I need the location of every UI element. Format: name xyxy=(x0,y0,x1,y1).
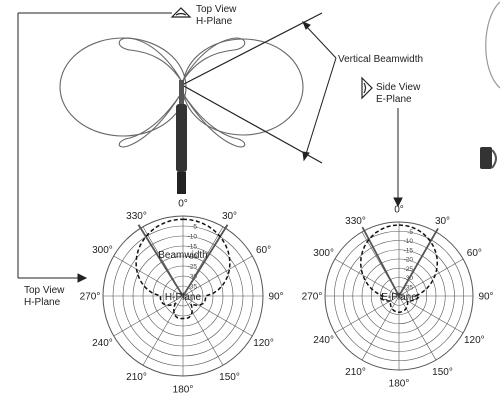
antenna-icon xyxy=(176,80,187,194)
angle-label: 60° xyxy=(256,245,271,256)
db-tick-label: -20 xyxy=(188,254,198,261)
angle-label: 240° xyxy=(92,338,113,349)
angle-label: 210° xyxy=(126,372,147,383)
polar-spoke xyxy=(113,295,184,337)
polar-plot-h-plane: 0° 30° 60° 90° 120° 150° 180° 210° 240° 270° 300° 3… xyxy=(80,199,284,396)
plane-center-label: H-Plane xyxy=(165,292,202,303)
angle-label: 90° xyxy=(478,292,493,303)
label-e-plane: E-Plane xyxy=(376,94,412,105)
polar-spoke xyxy=(398,295,464,334)
lower-lobe xyxy=(118,91,183,148)
angle-label: 90° xyxy=(268,292,283,303)
label-h-plane-top: H-Plane xyxy=(196,16,233,27)
polar-spoke xyxy=(361,295,400,361)
polar-spoke xyxy=(334,295,400,334)
angle-label: 180° xyxy=(173,385,194,396)
db-tick-label: -35 xyxy=(188,284,198,291)
polar-spoke xyxy=(182,255,253,297)
db-tick-label: -20 xyxy=(404,257,414,264)
db-tick-label: -15 xyxy=(188,244,198,251)
angle-label: 270° xyxy=(80,292,101,303)
db-tick-label: -35 xyxy=(404,284,414,291)
beamwidth-line xyxy=(398,228,439,297)
angle-label: 60° xyxy=(467,248,482,259)
db-tick-label: -10 xyxy=(188,234,198,241)
db-tick-label: -25 xyxy=(188,264,198,271)
angle-label: 120° xyxy=(253,338,274,349)
upper-lobe-right xyxy=(181,37,246,83)
angle-label: 150° xyxy=(432,367,453,378)
angle-label: 330° xyxy=(126,211,147,222)
beamwidth-line xyxy=(361,226,400,297)
angle-label: 150° xyxy=(219,372,240,383)
beamwidth-line xyxy=(137,224,184,297)
upper-lobe xyxy=(118,37,183,83)
angle-label: 210° xyxy=(345,367,366,378)
left-lobe xyxy=(59,37,187,137)
radiation-pattern-curve xyxy=(135,218,231,320)
label-h-plane-left: H-Plane xyxy=(24,297,61,308)
connector-top-view xyxy=(17,12,172,283)
eye-icon-top xyxy=(170,7,192,18)
db-tick-label: -25 xyxy=(404,266,414,273)
polar-spoke xyxy=(334,258,400,297)
angle-label: 240° xyxy=(313,335,334,346)
angle-label: 300° xyxy=(313,248,334,259)
angle-label: 30° xyxy=(435,216,450,227)
db-tick-label: -5 xyxy=(407,229,413,236)
polar-spoke xyxy=(182,295,253,337)
angle-label: 180° xyxy=(389,379,410,390)
angle-label: 300° xyxy=(92,245,113,256)
angle-label: 270° xyxy=(302,292,323,303)
polar-plot-e-plane: 0° 30° 60° 90° 120° 150° 180° 210° 240° 270° 300° 3… xyxy=(302,205,494,390)
radiation-pattern-curve xyxy=(359,224,439,314)
arrow-to-e-plane xyxy=(393,108,403,208)
db-tick-label: -10 xyxy=(404,238,414,245)
polar-spoke xyxy=(113,255,184,297)
radiation-pattern-3d xyxy=(59,37,304,148)
polar-spoke xyxy=(398,258,464,297)
label-top-view-left: Top View xyxy=(24,285,65,296)
edge-graphic xyxy=(480,1,500,169)
polar-spoke xyxy=(398,295,437,361)
label-side-view: Side View xyxy=(376,82,421,93)
polar-spoke xyxy=(142,295,184,366)
beamwidth-lines xyxy=(181,12,323,164)
angle-label: 30° xyxy=(222,211,237,222)
angle-label: 0° xyxy=(178,199,188,210)
beamwidth-label: Beamwidth xyxy=(158,250,207,261)
angle-label: 120° xyxy=(464,335,485,346)
label-top-view-top: Top View xyxy=(196,4,237,15)
db-tick-label: -30 xyxy=(188,274,198,281)
db-tick-label: -5 xyxy=(191,224,197,231)
lower-lobe-right xyxy=(181,91,246,148)
eye-icon-side xyxy=(361,76,373,100)
beamwidth-arrows xyxy=(302,21,337,162)
label-vertical-beamwidth: Vertical Beamwidth xyxy=(338,54,423,65)
db-tick-label: -15 xyxy=(404,247,414,254)
polar-spoke xyxy=(182,295,224,366)
angle-label: 330° xyxy=(345,216,366,227)
angle-label: 0° xyxy=(394,205,404,216)
plane-center-label: E-Plane xyxy=(381,292,417,303)
